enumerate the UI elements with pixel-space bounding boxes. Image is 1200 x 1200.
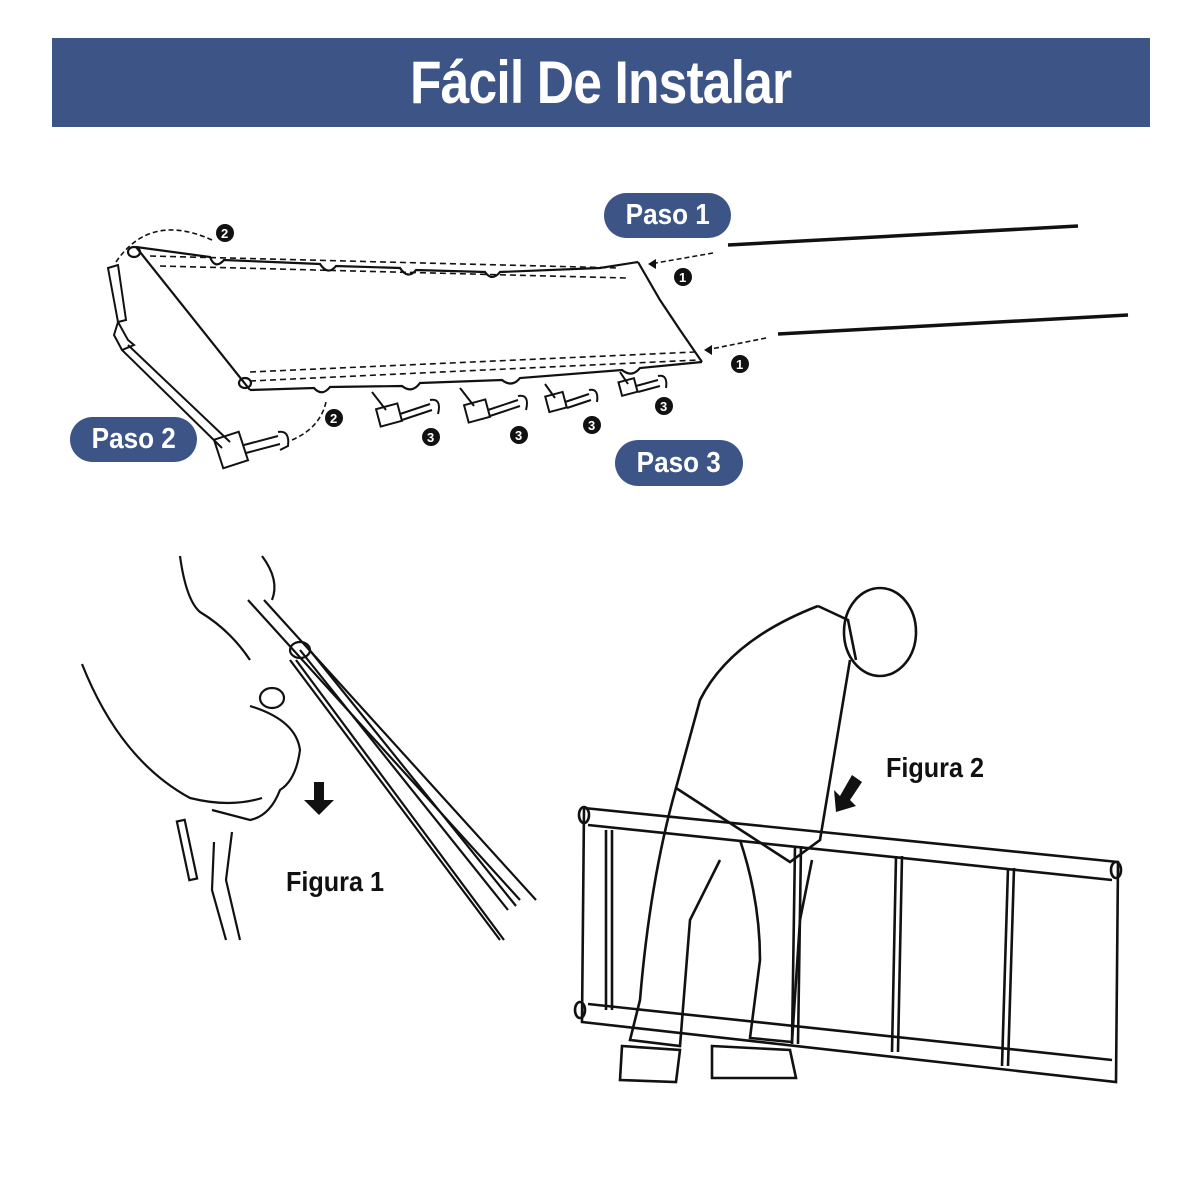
step-badge-paso-1: Paso 1 bbox=[604, 193, 731, 238]
figure-1-label: Figura 1 bbox=[286, 866, 395, 898]
figura-1-illustration bbox=[80, 555, 537, 941]
svg-text:3: 3 bbox=[588, 418, 595, 433]
leg-brackets bbox=[371, 371, 668, 428]
page-title: Fácil De Instalar bbox=[410, 49, 792, 116]
marker-1-bottom: 1 bbox=[731, 355, 749, 373]
marker-3-a: 3 bbox=[422, 428, 440, 446]
title-banner: Fácil De Instalar bbox=[52, 38, 1150, 127]
figura-2-illustration bbox=[573, 586, 1123, 1084]
step-badge-label: Paso 1 bbox=[625, 199, 710, 231]
svg-text:3: 3 bbox=[515, 428, 522, 443]
step-badge-paso-2: Paso 2 bbox=[70, 417, 197, 462]
step-markers: 1 1 2 2 3 3 3 3 bbox=[216, 224, 749, 446]
marker-2-top: 2 bbox=[216, 224, 234, 242]
down-arrow-icon bbox=[304, 782, 334, 815]
figure-1-label-text: Figura 1 bbox=[286, 866, 385, 897]
marker-3-b: 3 bbox=[510, 426, 528, 444]
svg-text:1: 1 bbox=[679, 270, 686, 285]
marker-2-bottom: 2 bbox=[325, 409, 343, 427]
marker-3-c: 3 bbox=[583, 416, 601, 434]
cot-fabric-illustration bbox=[126, 245, 703, 394]
down-left-arrow-icon bbox=[834, 775, 862, 812]
pole-insertion-arrows bbox=[649, 252, 767, 351]
end-bar-attach-arrows bbox=[115, 229, 327, 441]
marker-3-d: 3 bbox=[655, 397, 673, 415]
end-bar-illustration bbox=[106, 263, 290, 470]
svg-text:3: 3 bbox=[427, 430, 434, 445]
side-poles bbox=[727, 224, 1129, 336]
step-badge-label: Paso 2 bbox=[91, 423, 176, 455]
svg-text:1: 1 bbox=[736, 357, 743, 372]
figure-2-label-text: Figura 2 bbox=[886, 752, 985, 783]
step-badge-paso-3: Paso 3 bbox=[615, 440, 743, 486]
svg-text:2: 2 bbox=[221, 226, 228, 241]
arrowheads bbox=[648, 259, 712, 355]
svg-text:2: 2 bbox=[330, 411, 337, 426]
svg-text:3: 3 bbox=[660, 399, 667, 414]
figure-2-label: Figura 2 bbox=[886, 752, 995, 784]
marker-1-top: 1 bbox=[674, 268, 692, 286]
step-badge-label: Paso 3 bbox=[636, 446, 722, 479]
